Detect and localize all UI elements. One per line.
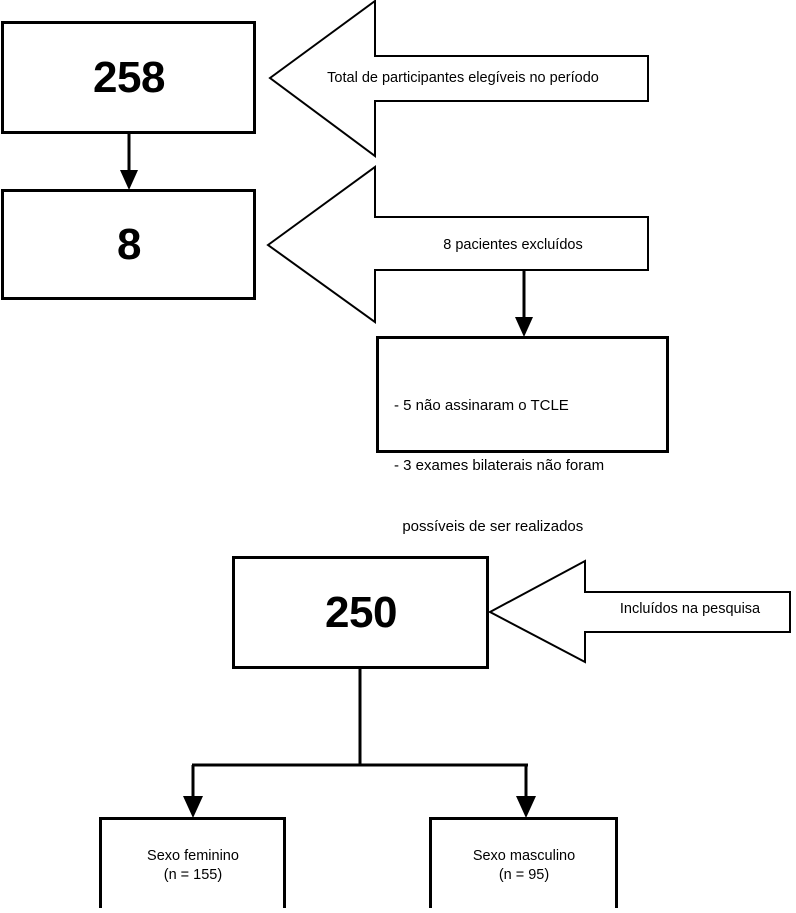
connector-excluded-to-details	[515, 270, 533, 337]
included-callout-arrow-shape	[487, 559, 791, 664]
exclusion-details-text: - 5 não assinaram o TCLE - 3 exames bila…	[394, 355, 664, 578]
female-box-shape	[99, 817, 286, 908]
exclusion-detail-line-3: possíveis de ser realizados	[394, 518, 584, 535]
male-label: Sexo masculino	[472, 848, 576, 865]
female-label: Sexo feminino	[147, 848, 239, 865]
connector-included-to-sex-boxes	[183, 668, 536, 818]
exclusion-detail-line-2: - 3 exames bilaterais não foram	[394, 457, 605, 475]
included-callout-label: Incluídos na pesquisa	[619, 600, 761, 617]
male-count: (n = 95)	[498, 867, 550, 883]
male-box-text: Sexo masculino (n = 95)	[431, 819, 617, 913]
eligible-callout-label: Total de participantes elegíveis no perí…	[327, 69, 599, 86]
excluded-callout-label: 8 pacientes excluídos	[443, 236, 583, 253]
included-count: 250	[325, 587, 397, 637]
female-box-text: Sexo feminino (n = 155)	[101, 819, 285, 913]
eligible-box-shape	[1, 21, 256, 134]
female-count: (n = 155)	[163, 867, 223, 883]
eligible-count: 258	[93, 52, 165, 102]
male-box-shape	[429, 817, 618, 908]
exclusion-detail-line-1: - 5 não assinaram o TCLE	[394, 396, 569, 414]
excluded-callout-arrow-shape	[266, 165, 649, 324]
exclusion-details-box-shape	[376, 336, 669, 453]
excluded-count: 8	[117, 219, 141, 269]
included-box-shape	[232, 556, 489, 669]
eligible-callout-arrow-shape	[268, 0, 649, 158]
excluded-box-shape	[1, 189, 256, 300]
connector-eligible-to-excluded	[120, 133, 138, 190]
